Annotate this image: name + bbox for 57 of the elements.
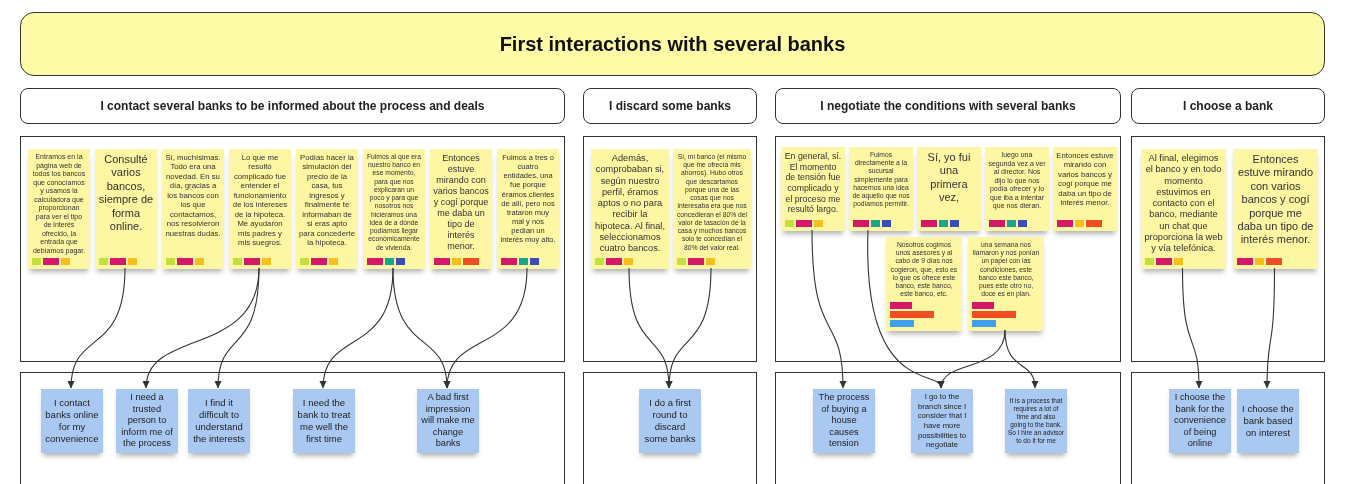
sticky-note: I do a first round to discard some banks <box>639 389 701 453</box>
connector-arrow <box>214 267 260 389</box>
sticky-note <box>363 149 425 269</box>
group-frame <box>775 372 1121 484</box>
group-frame <box>775 136 1121 362</box>
sticky-note <box>1233 149 1318 269</box>
sticky-note <box>985 147 1049 231</box>
sticky-note <box>673 149 751 269</box>
group-frame <box>20 372 565 484</box>
group-frame <box>583 136 757 362</box>
connector-arrow <box>68 267 126 389</box>
sticky-note <box>917 147 981 231</box>
sticky-note <box>95 149 157 269</box>
note-text: En general, sí. El momento de tensión fue complicado y el proceso me resultó largo. <box>784 151 842 217</box>
connector-arrow <box>1181 267 1203 389</box>
note-text: Además, comprobaban si, según nuestro perfil, éramos aptos o no para recibir la hipoteca. Al final, seleccionamos cuatro bancos. <box>594 153 666 255</box>
connector-arrow <box>1263 267 1276 389</box>
sticky-note <box>781 147 845 231</box>
sticky-note: I contact banks online for my convenience <box>41 389 103 453</box>
sticky-note: I need a trusted person to inform me of the process <box>116 389 178 453</box>
sticky-note: The process of buying a house causes tension <box>813 389 875 453</box>
sticky-note <box>886 237 962 331</box>
column-header: I discard some banks <box>583 88 757 124</box>
sticky-note: I find it difficult to understand the interests <box>188 389 250 453</box>
sticky-note <box>1053 147 1117 231</box>
sticky-note <box>849 147 913 231</box>
sticky-note <box>968 237 1044 331</box>
sticky-note <box>229 149 291 269</box>
sticky-note <box>497 149 559 269</box>
sticky-note <box>162 149 224 269</box>
connector-arrow <box>444 267 528 389</box>
sticky-note: I choose the bank based on interest <box>1237 389 1299 453</box>
connector-arrow <box>938 329 1006 389</box>
sticky-note: I choose the bank for the convenience of being online <box>1169 389 1231 453</box>
group-frame <box>20 136 565 362</box>
sticky-note <box>1141 149 1226 269</box>
sticky-note: I need the bank to treat me well the first time <box>293 389 355 453</box>
column-header: I negotiate the conditions with several banks <box>775 88 1121 124</box>
sticky-note <box>28 149 90 269</box>
note-text: Entonces estuve mirando con varios bancos y cogí porque me daba un tipo de interés menor. <box>433 153 489 253</box>
title-banner: First interactions with several banks <box>20 12 1325 76</box>
group-frame <box>1131 136 1325 362</box>
group-frame <box>1131 372 1325 484</box>
connector-arrow <box>811 229 847 389</box>
sticky-note: A bad first impression will make me change banks <box>417 389 479 453</box>
note-text: Sí, yo fui una primera vez, <box>926 151 972 206</box>
note-text: Al final, elegimos el banco y en todo momento estuvimos en contacto con el banco, mediante un chat que proporciona la web y vía telefónica. <box>1144 153 1223 255</box>
connector-arrow <box>665 267 712 389</box>
connector-arrow <box>1004 329 1038 389</box>
column-header: I contact several banks to be informed about the process and deals <box>20 88 565 124</box>
sticky-note <box>296 149 358 269</box>
sticky-note <box>430 149 492 269</box>
column-header: I choose a bank <box>1131 88 1325 124</box>
note-text: Consulté varios bancos, siempre de forma online. <box>98 153 154 235</box>
sticky-note <box>591 149 669 269</box>
note-text: Entonces estuve mirando con varios bancos y cogí porque me daba un tipo de interés menor. <box>1236 153 1315 248</box>
group-frame <box>583 372 757 484</box>
